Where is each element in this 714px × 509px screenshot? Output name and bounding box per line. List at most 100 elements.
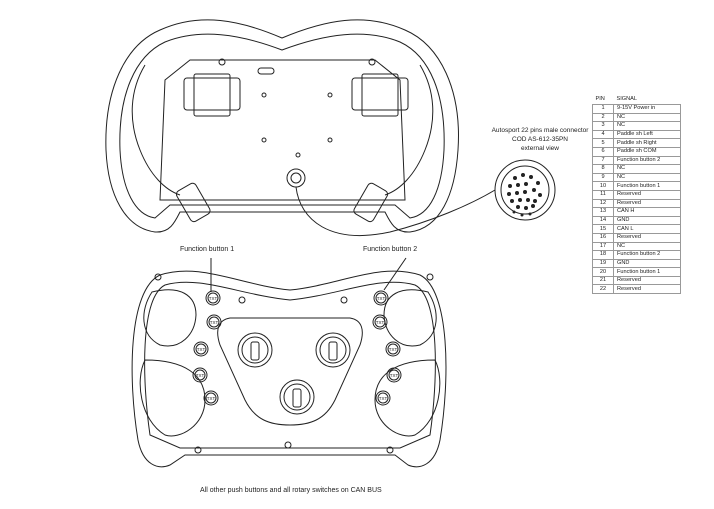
pin-signal: GND — [613, 215, 681, 226]
pin-number: 7 — [592, 155, 614, 166]
pin-number: 22 — [592, 284, 614, 295]
pin-number: 20 — [592, 267, 614, 277]
push-button: TXT — [375, 390, 391, 406]
pin-number: 6 — [592, 146, 614, 157]
push-button: TXT — [205, 290, 221, 306]
rotary-switch — [315, 332, 351, 368]
pin-signal: Function button 1 — [613, 181, 681, 191]
rotary-switch — [279, 379, 315, 415]
push-buttons: TXT TXT TXT TXT TXT TXT TXT TXT TXT TXT — [192, 290, 402, 406]
pin-header: PIN — [595, 96, 605, 102]
pin-number: 17 — [592, 241, 614, 252]
pin-signal: Paddle sh Left — [613, 129, 681, 140]
pin-number: 12 — [592, 198, 614, 209]
pin-signal: Function button 1 — [613, 267, 681, 277]
function-button-1-label: Function button 1 — [180, 246, 235, 253]
pin-signal: Reserved — [613, 275, 681, 286]
function-button-2-label: Function button 2 — [363, 246, 418, 253]
button-text: TXT — [196, 373, 205, 378]
push-button: TXT — [373, 290, 389, 306]
pin-signal: NC — [613, 172, 681, 183]
connector-view: external view — [521, 145, 559, 152]
pin-number: 19 — [592, 258, 614, 269]
button-text: TXT — [389, 347, 398, 352]
pin-signal: 9-15V Power in — [613, 104, 681, 114]
pin-signal: Paddle sh COM — [613, 146, 681, 157]
button-text: TXT — [197, 347, 206, 352]
pin-signal: GND — [613, 258, 681, 269]
pin-number: 2 — [592, 112, 614, 123]
pin-number: 11 — [592, 189, 614, 200]
pin-signal: CAN H — [613, 207, 681, 217]
push-button: TXT — [193, 341, 209, 357]
pin-signal: CAN L — [613, 224, 681, 234]
pin-signal: Reserved — [613, 232, 681, 243]
pin-number: 1 — [592, 104, 614, 114]
connector-caption: Autosport 22 pins male connector COD AS-… — [478, 126, 602, 153]
pin-number: 15 — [592, 224, 614, 234]
pin-number: 18 — [592, 250, 614, 260]
button-text: TXT — [377, 296, 386, 301]
pin-number: 14 — [592, 215, 614, 226]
signal-header: SIGNAL — [616, 96, 638, 102]
pin-number: 5 — [592, 138, 614, 148]
pin-signal: Reserved — [613, 198, 681, 209]
button-text: TXT — [207, 396, 216, 401]
push-button: TXT — [386, 367, 402, 383]
rotary-switch — [237, 332, 273, 368]
pin-signal: Reserved — [613, 189, 681, 200]
pin-signal: Paddle sh Right — [613, 138, 681, 148]
pin-signal: Reserved — [613, 284, 681, 295]
wheel-front-view — [131, 257, 447, 468]
pin-signal: NC — [613, 164, 681, 174]
pin-signal: NC — [613, 241, 681, 252]
wheel-rear-view — [105, 19, 556, 236]
button-text: TXT — [379, 396, 388, 401]
footer-note: All other push buttons and all rotary sw… — [200, 487, 382, 494]
button-text: TXT — [209, 296, 218, 301]
pin-number: 8 — [592, 164, 614, 174]
pin-number: 9 — [592, 172, 614, 183]
button-text: TXT — [376, 320, 385, 325]
pin-number: 16 — [592, 232, 614, 243]
push-button: TXT — [192, 367, 208, 383]
pin-signal: Function button 2 — [613, 250, 681, 260]
push-button: TXT — [372, 314, 388, 330]
push-button: TXT — [385, 341, 401, 357]
push-button: TXT — [206, 314, 222, 330]
button-text: TXT — [390, 373, 399, 378]
pin-number: 10 — [592, 181, 614, 191]
pin-number: 4 — [592, 129, 614, 140]
pin-signal: Function button 2 — [613, 155, 681, 166]
pin-signal: NC — [613, 121, 681, 131]
push-button: TXT — [203, 390, 219, 406]
pin-signal: NC — [613, 112, 681, 123]
button-text: TXT — [210, 320, 219, 325]
pin-number: 13 — [592, 207, 614, 217]
connector-name: Autosport 22 pins male connector — [491, 127, 589, 134]
pin-number: 21 — [592, 275, 614, 286]
